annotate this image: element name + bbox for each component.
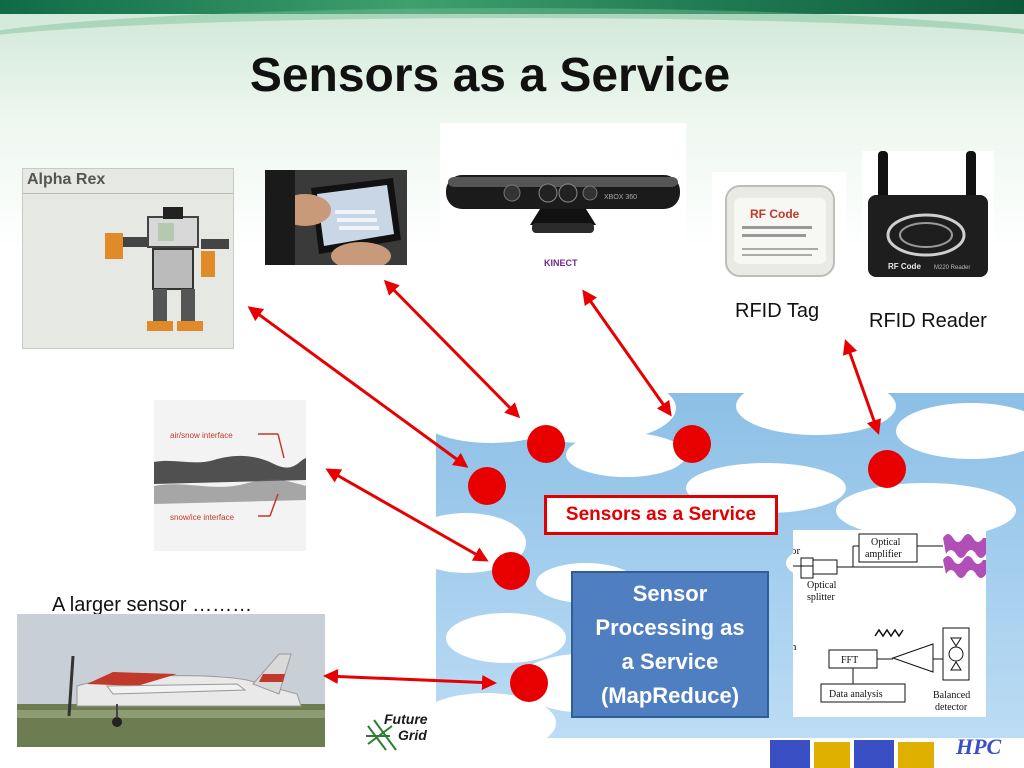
slide-title: Sensors as a Service (249, 49, 731, 102)
sensor-processing-box: Sensor Processing as a Service (MapReduc… (571, 571, 769, 718)
radar-label-top: air/snow interface (170, 431, 233, 440)
optical-diagram: or Optical amplifier Optical splitter n … (793, 530, 986, 717)
rfid-reader-caption: RFID Reader (869, 310, 987, 332)
top-decorative-band (0, 0, 1024, 14)
connection-dot-1 (527, 425, 565, 463)
larger-sensor-caption: A larger sensor ……… (52, 594, 253, 616)
kinect-icon: XBOX 360 KINECT (446, 175, 680, 268)
diagram-fft: FFT (841, 655, 858, 666)
radar-label-bottom: snow/ice interface (170, 513, 235, 522)
diagram-balanced-1: Balanced (933, 690, 970, 701)
decorative-swoosh (0, 8, 1024, 88)
diagram-balanced-2: detector (935, 702, 968, 713)
rfid-tag-brand: RF Code (750, 207, 800, 221)
rfid-reader-brand: RF Code (888, 262, 921, 271)
futuregrid-logo: Future Grid (362, 706, 438, 754)
connection-dot-3 (868, 450, 906, 488)
robot-image-caption: Alpha Rex (27, 171, 106, 188)
sensors-as-a-service-label: Sensors as a Service (544, 495, 778, 535)
rfid-tag-image: RF Code (712, 172, 846, 284)
salsa-logo-icon: HPC (770, 734, 1002, 768)
salsa-hpc-logo: HPC (770, 730, 1024, 768)
connection-dot-2 (673, 425, 711, 463)
diagram-cut-top: or (793, 545, 801, 557)
connection-dot-5 (492, 552, 530, 590)
processing-line-3: a Service (621, 648, 719, 674)
futuregrid-globe-icon: Future Grid (366, 711, 428, 751)
optical-diagram-svg: or Optical amplifier Optical splitter n … (793, 533, 986, 713)
airplane-image (17, 614, 325, 747)
tablet-icon (265, 170, 407, 265)
processing-line-1: Sensor (632, 580, 708, 606)
snow-radar-icon: air/snow interface snow/ice interface (154, 400, 306, 551)
rfid-tag-icon: RF Code (725, 185, 835, 277)
rfid-reader-model: M220 Reader (934, 265, 970, 271)
diagram-cut-mid: n (793, 641, 797, 653)
tablet-image (265, 170, 407, 265)
connection-dot-6 (510, 664, 548, 702)
futuregrid-text-2: Grid (398, 727, 427, 743)
futuregrid-text-1: Future (384, 711, 428, 727)
processing-line-2: Processing as (595, 614, 745, 640)
rfid-reader-icon: RF Code M220 Reader (868, 151, 988, 277)
diagram-data-analysis: Data analysis (829, 689, 883, 700)
airplane-icon (17, 614, 325, 747)
connection-dot-4 (468, 467, 506, 505)
diagram-splitter-1: Optical (807, 580, 837, 591)
kinect-image: XBOX 360 KINECT (440, 123, 686, 278)
processing-line-4: (MapReduce) (600, 682, 740, 708)
rfid-tag-caption: RFID Tag (735, 300, 820, 322)
rfid-reader-image: RF Code M220 Reader (862, 151, 994, 281)
kinect-brand-label: KINECT (544, 258, 578, 268)
robot-image: Alpha Rex (22, 168, 234, 349)
diagram-optical-amp-1: Optical (871, 537, 901, 548)
robot-icon (105, 207, 229, 331)
kinect-xbox-label: XBOX 360 (604, 194, 637, 201)
diagram-splitter-2: splitter (807, 592, 835, 603)
diagram-optical-amp-2: amplifier (865, 549, 902, 560)
snow-radar-image: air/snow interface snow/ice interface (154, 400, 306, 551)
hpc-text: HPC (955, 734, 1002, 759)
